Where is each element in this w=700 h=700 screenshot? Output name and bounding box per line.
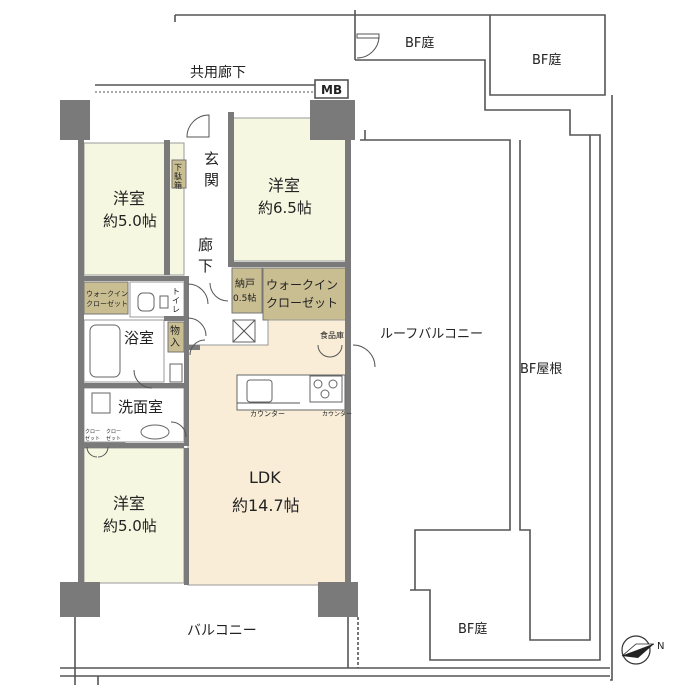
balcony-label: バルコニー (187, 623, 257, 639)
ldk-size: 約14.7帖 (232, 496, 300, 515)
counter-1-label: カウンター (250, 409, 285, 418)
garden-door (356, 33, 380, 59)
geta-2: 駄 (174, 171, 182, 181)
mb-label: MB (321, 83, 342, 97)
youshitsu-a-size: 約5.0帖 (103, 212, 157, 230)
youshitsu-b-size: 約6.5帖 (258, 199, 312, 217)
bf-niwa-top-2: BF庭 (532, 52, 561, 68)
closet-1b: ゼット (85, 435, 100, 442)
bf-niwa-top-1: BF庭 (405, 35, 434, 51)
walkin-closet-b (262, 267, 348, 321)
bf-yane-label: BF屋根 (520, 362, 562, 377)
walkin-a-1: ウォークイン (86, 290, 128, 298)
senmenshitsu-label: 洗面室 (118, 398, 163, 416)
nando-2: 0.5帖 (233, 292, 256, 304)
roka-1: 廊 (198, 236, 213, 254)
toilet-1: ト (172, 287, 180, 296)
door-swings (86, 114, 376, 458)
toilet-2: イ (172, 296, 180, 305)
walkin-closet-a (83, 281, 129, 315)
roof-balcony-label: ルーフバルコニー (380, 327, 483, 342)
geta-3: 箱 (174, 180, 182, 190)
walkin-b-1: ウォークイン (266, 278, 338, 292)
mb-box (314, 79, 349, 99)
closet-2a: クロー (106, 429, 121, 435)
room-ldk (187, 319, 349, 586)
closet-2b: ゼット (106, 435, 121, 442)
walkin-b-2: クローゼット (266, 296, 338, 310)
youshitsu-c-size: 約5.0帖 (103, 517, 157, 535)
yokushitsu-label: 浴室 (124, 329, 154, 347)
bf-niwa-bottom: BF庭 (458, 621, 487, 637)
genkan-2: 関 (204, 171, 219, 189)
fixtures (89, 292, 346, 440)
geta-box (171, 159, 187, 189)
walkin-a-2: クローゼット (86, 299, 128, 308)
balcony-outline (60, 617, 610, 685)
youshitsu-c-name: 洋室 (113, 494, 145, 513)
labels: BF庭 BF庭 共用廊下 MB 玄 関 下 駄 箱 洋室 約5.0帖 洋室 約6… (85, 35, 562, 639)
nando (231, 267, 263, 314)
kyoyo-roka: 共用廊下 (190, 64, 246, 81)
compass-icon: N (621, 635, 664, 665)
exterior-outline (95, 10, 613, 681)
mono-1: 物 (170, 324, 180, 337)
toilet-3: レ (172, 305, 180, 314)
youshitsu-a-name: 洋室 (113, 189, 145, 208)
room-youshitsu-b (231, 117, 349, 262)
compass-n: N (657, 641, 664, 652)
room-youshitsu-c (83, 447, 185, 584)
genkan-1: 玄 (204, 150, 219, 168)
mono-2: 入 (170, 338, 180, 349)
geta-1: 下 (174, 163, 182, 172)
closet-1a: クロー (85, 429, 100, 435)
ldk-name: LDK (249, 468, 281, 487)
shokuhinko-label: 食品庫 (320, 330, 344, 340)
youshitsu-b-name: 洋室 (268, 176, 300, 195)
counter-2-label: カウンター (322, 410, 352, 418)
roka-2: 下 (198, 257, 213, 275)
rooms (83, 117, 349, 586)
walls (60, 100, 358, 617)
nando-1: 納戸 (235, 277, 255, 290)
